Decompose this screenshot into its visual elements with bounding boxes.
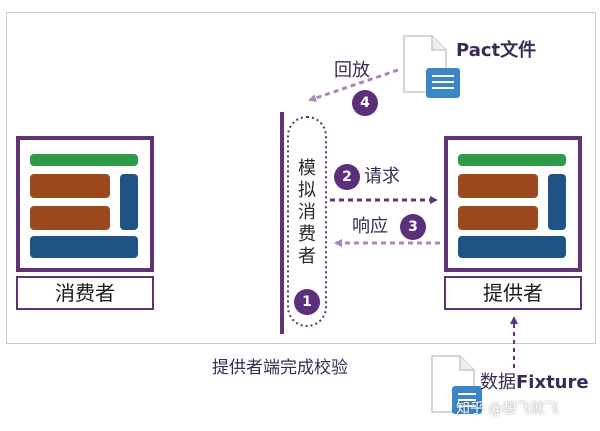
consumer-brown-bar-2 — [30, 206, 110, 230]
step-4-label: 回放 — [334, 60, 370, 81]
fixture-label-prefix: 数据 — [480, 372, 516, 393]
consumer-blue-side-bar — [120, 174, 138, 230]
fixture-label: 数据Fixture — [480, 374, 589, 392]
vertical-divider — [280, 112, 284, 334]
step-2-badge: 2 — [334, 164, 360, 190]
provider-blue-bottom-bar — [458, 236, 566, 258]
provider-label-box: 提供者 — [444, 276, 582, 310]
provider-brown-bar-2 — [458, 206, 538, 230]
step-4-badge: 4 — [352, 90, 378, 116]
fixture-file-icon — [431, 355, 482, 414]
consumer-brown-bar-1 — [30, 174, 110, 198]
step-3-label: 响应 — [352, 216, 388, 237]
step-3-badge: 3 — [400, 214, 426, 240]
pact-file-label: Pact文件 — [456, 40, 537, 61]
consumer-window — [16, 136, 154, 272]
consumer-green-bar — [30, 154, 138, 166]
replay-arrow — [308, 68, 399, 102]
outer-frame — [6, 12, 596, 344]
mock-consumer-capsule — [287, 116, 327, 327]
fixture-label-suffix: Fixture — [516, 372, 589, 393]
consumer-blue-bottom-bar — [30, 236, 138, 258]
pact-file-icon — [403, 35, 460, 98]
consumer-label-box: 消费者 — [16, 276, 154, 310]
watermark: 知乎 @想飞就飞 — [456, 401, 559, 417]
provider-window — [444, 136, 582, 272]
provider-green-bar — [458, 154, 566, 166]
mock-consumer-label: 模拟消费者 — [298, 158, 316, 267]
provider-blue-side-bar — [548, 174, 566, 230]
step-2-label: 请求 — [364, 166, 400, 187]
provider-label: 提供者 — [483, 281, 543, 305]
step-1-badge: 1 — [294, 289, 320, 315]
provider-brown-bar-1 — [458, 174, 538, 198]
verification-caption: 提供者端完成校验 — [212, 358, 348, 378]
consumer-label: 消费者 — [55, 281, 115, 305]
